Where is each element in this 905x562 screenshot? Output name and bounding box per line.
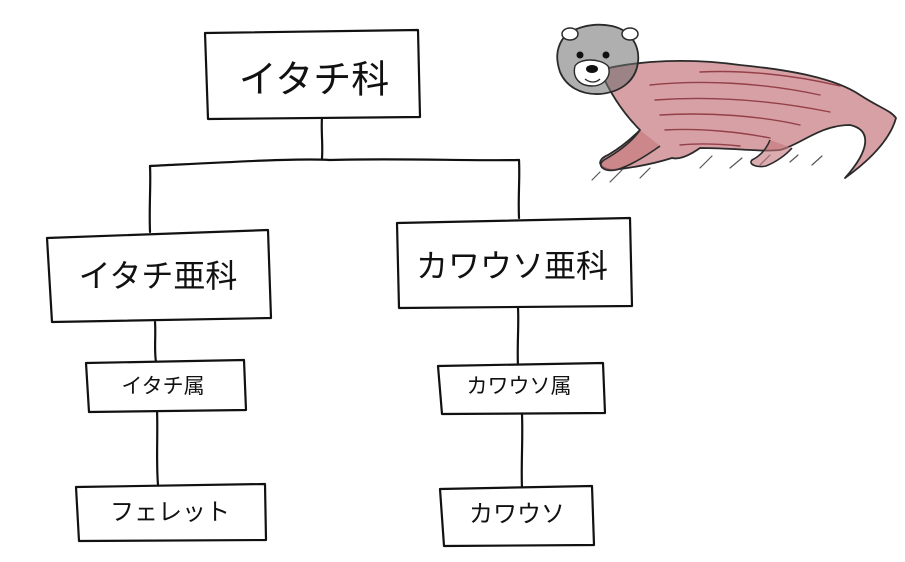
edge-right-genus-species [520,412,524,490]
node-species-left: フェレット [74,482,268,543]
otter-nose-icon [586,65,598,73]
otter-hind-leg [750,139,793,168]
node-species-right-label: カワウソ [469,500,565,528]
node-subfamily-left-label: イタチ亜科 [79,257,238,295]
edge-left-drop [148,164,152,234]
edge-root-down [320,116,324,160]
otter-eye-right-icon [602,51,610,59]
node-species-right: カワウソ [438,484,596,548]
otter-ear-left-icon [561,27,579,41]
connectors [148,116,524,490]
node-subfamily-left: イタチ亜科 [45,228,273,324]
edge-crossbar [148,158,521,168]
otter-ear-right-icon [621,27,639,41]
node-subfamily-right-label: カワウソ亜科 [416,247,608,285]
otter-mouth [584,78,601,83]
edge-left-genus-species [155,408,160,487]
node-genus-right-label: カワウソ属 [467,374,572,398]
otter-sketch-icon [556,23,897,183]
otter-body [599,59,897,179]
edge-left-sub-genus [153,320,158,364]
node-root: イタチ科 [203,28,422,121]
otter-front-leg [600,129,661,172]
fur-stripes [649,70,841,147]
node-genus-left: イタチ属 [84,358,248,414]
node-genus-left-label: イタチ属 [121,374,204,398]
node-root-label: イタチ科 [239,58,389,102]
node-species-left-label: フェレット [110,498,230,526]
node-subfamily-right: カワウソ亜科 [395,216,634,310]
edge-right-drop [517,158,521,220]
edge-right-sub-genus [516,306,520,368]
otter-eye-left-icon [576,51,584,59]
node-genus-right: カワウソ属 [436,361,607,416]
